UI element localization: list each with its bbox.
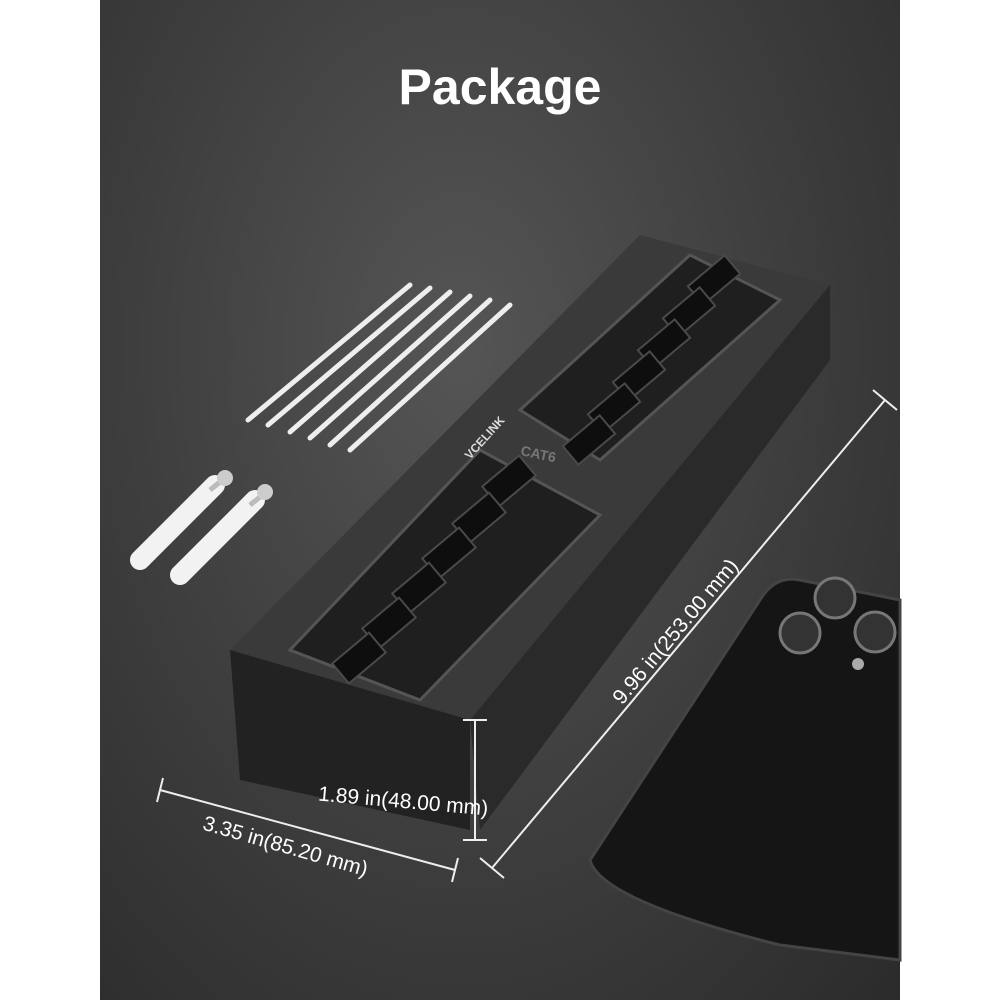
dimension-lines xyxy=(156,389,898,883)
patch-panel: VCELINK CAT6 xyxy=(230,235,830,830)
smartphone xyxy=(588,576,902,962)
port-label: CAT6 xyxy=(519,442,557,465)
page-title: Package xyxy=(398,59,602,115)
cable-ties xyxy=(245,282,513,453)
wall-anchors xyxy=(130,470,273,585)
